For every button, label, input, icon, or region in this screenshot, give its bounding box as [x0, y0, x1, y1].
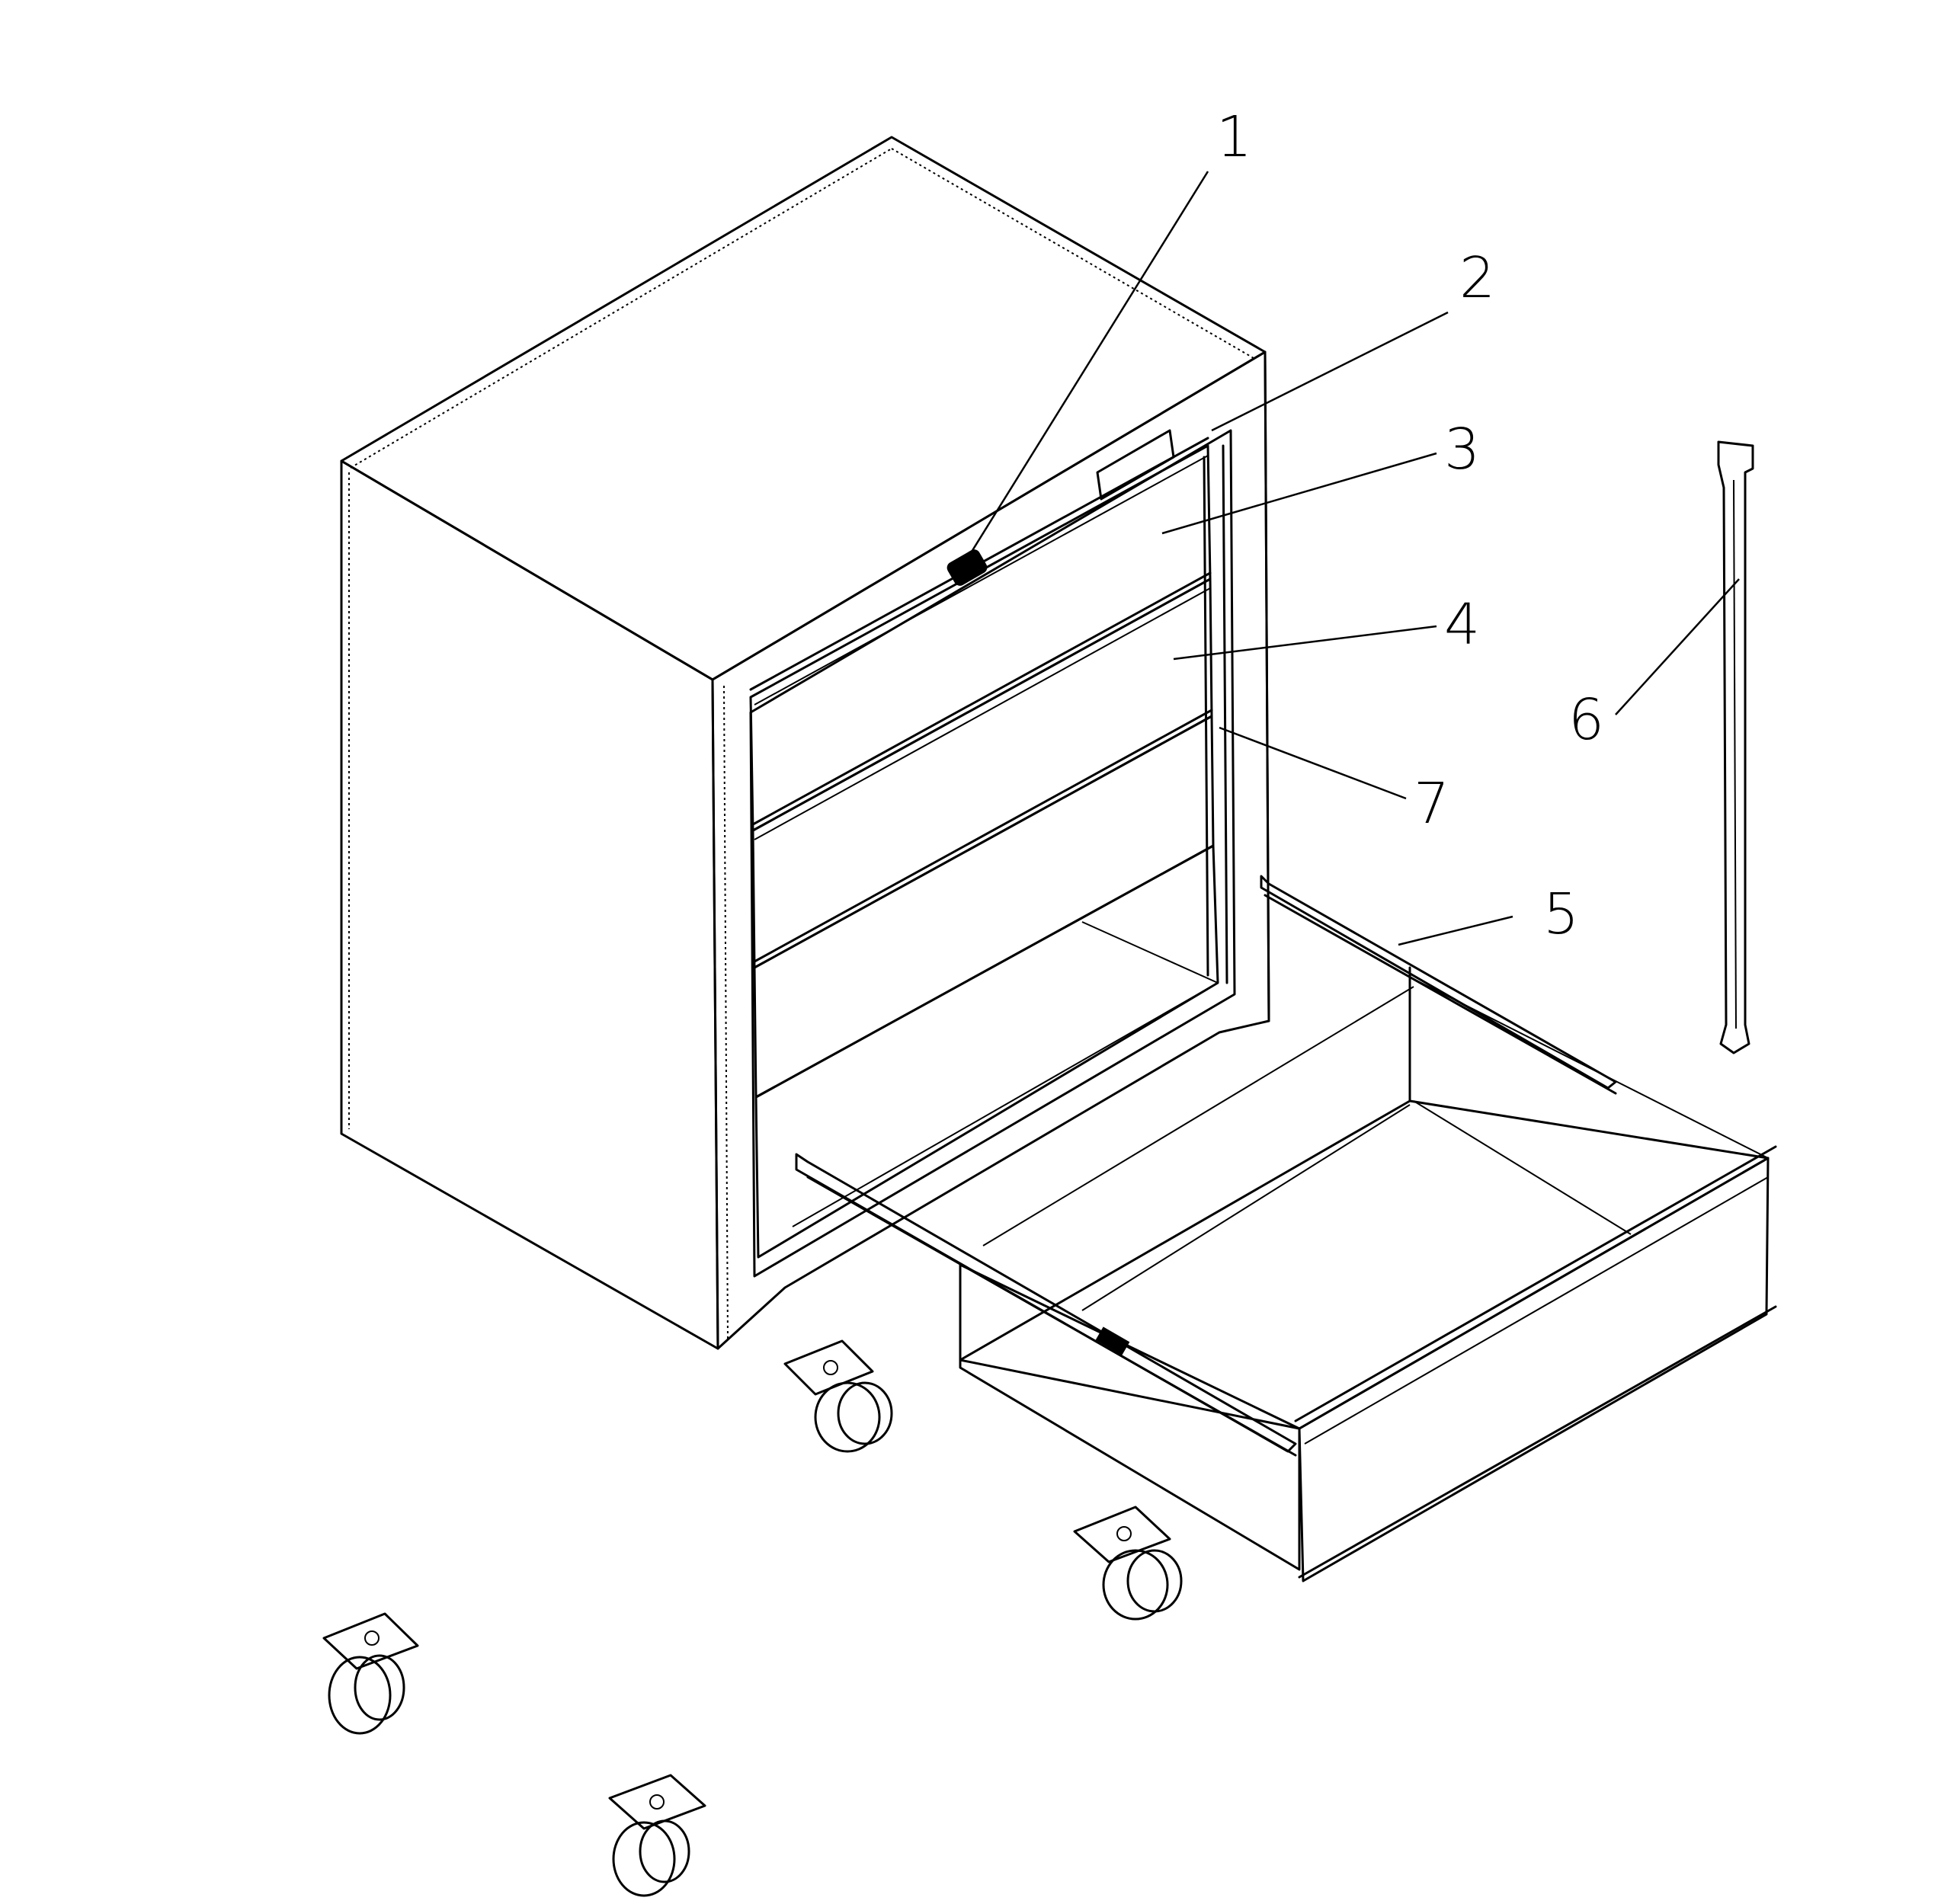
- callout-labels: 1 2 3 4 5 6 7: [1216, 104, 1604, 947]
- callout-2: 2: [1459, 245, 1495, 311]
- drawer-front-4: [751, 578, 1213, 969]
- callout-6: 6: [1568, 687, 1604, 753]
- caster-front-right: [1073, 1506, 1183, 1621]
- lock-bar: [1717, 440, 1754, 1054]
- caster-rear-right: [608, 1774, 706, 1897]
- drawer-front-lower: [753, 715, 1215, 1099]
- callout-4: 4: [1444, 592, 1480, 658]
- caster-front-left: [783, 1339, 893, 1453]
- drawer-front-3: [749, 444, 1212, 832]
- drawer-stack: [749, 429, 1228, 1259]
- callout-1: 1: [1216, 104, 1252, 170]
- callout-7: 7: [1414, 771, 1449, 837]
- open-drawer: [795, 875, 1777, 1582]
- lock-icon: [946, 549, 988, 586]
- callout-3: 3: [1444, 417, 1480, 482]
- leader-lines: [960, 171, 1740, 946]
- caster-rear-left: [322, 1612, 419, 1735]
- callout-5: 5: [1543, 882, 1579, 947]
- cabinet-body: [340, 136, 1270, 1350]
